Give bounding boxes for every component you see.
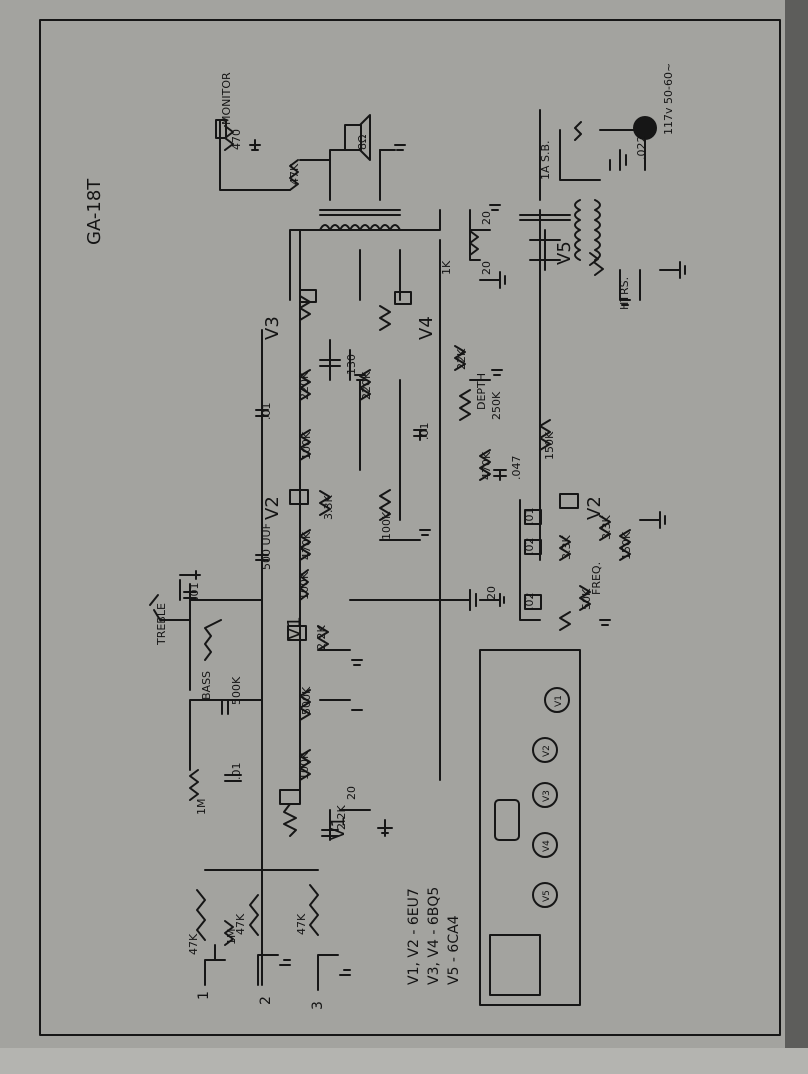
value-470k-v2: 470K <box>300 531 313 560</box>
monitor-label: MONITOR <box>220 72 233 125</box>
value-100k-a: 100K <box>298 751 311 780</box>
bass-label: BASS <box>200 671 213 700</box>
depth-label: DEPTH <box>475 373 488 410</box>
v1-first-stage <box>279 789 393 841</box>
value-01-input-cap: .01 <box>230 763 243 781</box>
layout-label-v1: V1 <box>554 695 564 707</box>
layout-label-v4: V4 <box>542 840 552 852</box>
value-01-treble: .01 <box>188 583 201 601</box>
value-47k-3: 47K <box>295 913 308 935</box>
value-1m-input: 1M <box>225 929 238 946</box>
value-20-filter-b: 20 <box>480 211 493 225</box>
value-100k-b: 100K <box>298 571 311 600</box>
value-01-a: .01 <box>260 403 273 421</box>
output-transformer <box>319 114 406 231</box>
value-33k: 3.3K <box>322 495 335 520</box>
layout-label-v3: V3 <box>542 790 552 802</box>
value-1m: 1M <box>195 799 208 816</box>
value-20-reverb: 20 <box>485 586 498 600</box>
tone-stack <box>149 570 263 715</box>
value-01-reverb: .01 <box>523 508 536 526</box>
scan-edge <box>785 0 808 1074</box>
value-470k-depth: 470K <box>480 451 493 480</box>
value-250k: 250K <box>490 391 503 420</box>
tube-label-v1-a: V1 <box>328 816 349 840</box>
input-label-1: 1 <box>196 991 212 1000</box>
monitor-jack <box>215 119 331 191</box>
value-01-b: .01 <box>418 423 431 441</box>
reverb-depth-control <box>454 345 551 481</box>
input-jack-2 <box>249 894 291 986</box>
value-22k: 22K <box>455 348 468 370</box>
schematic-title: GA-18T <box>84 178 105 245</box>
input-label-3: 3 <box>310 1001 326 1010</box>
circuit-drawing <box>149 109 686 1006</box>
mains-label: 117v 50-60~ <box>662 63 675 135</box>
tube-label-v5: V5 <box>554 241 575 265</box>
tube-list-line-3: V5 - 6CA4 <box>446 915 462 985</box>
fuse-label: 1A S.B. <box>539 140 552 180</box>
value-20-cap: 20 <box>345 786 358 800</box>
layout-label-v5: V5 <box>542 890 552 902</box>
value-1k: 1K <box>440 260 453 275</box>
value-33k-reverb-b: 3.3K <box>600 515 613 540</box>
value-130: 130 <box>345 354 358 375</box>
value-100k-v2: 100K <box>380 511 393 540</box>
value-02-reverb-a: .02 <box>523 538 536 556</box>
heaters-label: HTRS. <box>618 277 631 310</box>
input-jack-1 <box>196 889 234 986</box>
value-47k-monitor: 47K <box>288 163 301 185</box>
cap-01-a <box>255 409 269 421</box>
resistor-1m <box>189 699 263 801</box>
value-470: 470 <box>230 129 243 150</box>
tube-label-v2: V2 <box>262 496 283 520</box>
value-100k-c: 100K <box>300 431 313 460</box>
v1-second-stage <box>287 569 363 781</box>
tube-list-line-1: V1, V2 - 6EU7 <box>406 888 422 985</box>
value-speaker: 8Ω <box>356 135 369 150</box>
chassis-layout <box>479 649 581 1006</box>
value-500uuf: 500 UUF <box>260 523 273 570</box>
value-500k-cap: 500K <box>230 676 243 705</box>
scan-bottom-edge <box>0 1048 808 1074</box>
value-500k: 500K <box>300 686 313 715</box>
tube-label-v2-reverb: V2 <box>584 496 605 520</box>
cap-01-b <box>413 429 427 441</box>
treble-label: TREBLE <box>155 603 168 646</box>
value-220k-a: 220K <box>298 371 311 400</box>
value-33k-reverb: 3.3K <box>560 535 573 560</box>
input-join <box>204 859 319 871</box>
power-supply <box>469 109 686 306</box>
cap-01-input <box>224 774 242 782</box>
tube-label-v4: V4 <box>416 316 437 340</box>
cap-500uuf <box>255 554 269 566</box>
value-47k-1: 47K <box>187 933 200 955</box>
tube-list-line-2: V3, V4 - 6BQ5 <box>426 887 442 985</box>
value-47k-2: 47K <box>234 913 247 935</box>
driver-wires <box>359 379 401 521</box>
value-22k-v1b: 2.2K <box>315 625 328 650</box>
freq-label: FREQ. <box>590 562 603 595</box>
value-022: .022 <box>635 136 648 161</box>
input-jack-3 <box>309 884 351 991</box>
value-50k: 50K <box>580 588 593 610</box>
value-150k-reverb: 150K <box>620 531 633 560</box>
cap-20-filter <box>439 589 505 611</box>
tube-label-v1-b: V1 <box>284 616 305 640</box>
value-20-filter-a: 20 <box>480 261 493 275</box>
value-047: .047 <box>510 456 523 481</box>
value-22k-cathode: 2.2K <box>335 805 348 830</box>
reverb-v2-section <box>519 493 666 631</box>
value-150k: 150K <box>543 431 556 460</box>
value-02-reverb-b: .02 <box>523 593 536 611</box>
value-220k-b: 220K <box>360 371 373 400</box>
tube-label-v3: V3 <box>262 316 283 340</box>
drawing-border <box>39 19 781 1036</box>
layout-label-v2: V2 <box>542 745 552 757</box>
input-label-2: 2 <box>258 996 274 1005</box>
